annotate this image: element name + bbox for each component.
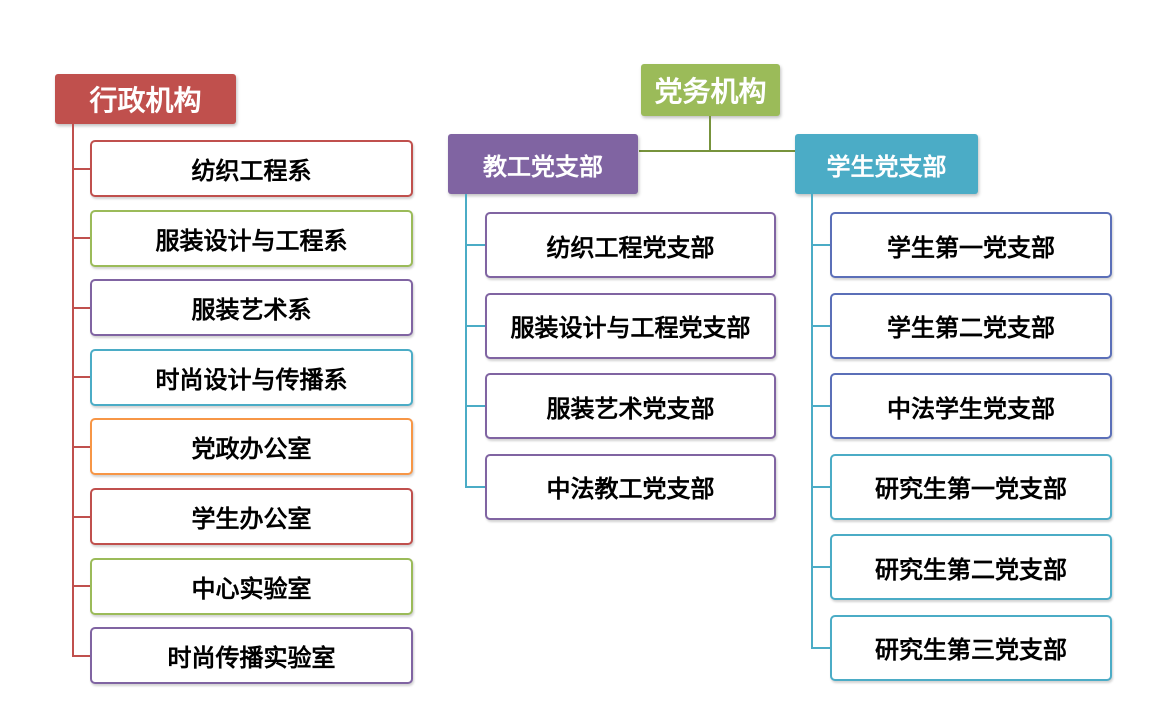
admin-item-box: 服装艺术系 [90, 279, 413, 337]
faculty-item-connector [465, 405, 485, 407]
faculty-item-label: 中法教工党支部 [546, 475, 715, 503]
admin-item-connector [72, 585, 90, 588]
faculty-connector-line [465, 194, 467, 488]
student-item-box: 中法学生党支部 [830, 373, 1112, 439]
admin-item-box: 学生办公室 [90, 488, 413, 545]
admin-item-connector [72, 167, 90, 170]
faculty-item-label: 服装艺术党支部 [546, 394, 715, 423]
admin-item-connector [72, 445, 90, 448]
student-header: 学生党支部 [795, 134, 978, 194]
faculty-header: 教工党支部 [448, 134, 638, 194]
student-item-connector [811, 646, 830, 649]
party-title: 党务机构 [654, 75, 767, 108]
admin-item-box: 时尚设计与传播系 [90, 348, 413, 406]
faculty-item-connector [465, 324, 485, 327]
admin-item-connector [72, 237, 90, 240]
faculty-item-label: 纺织工程党支部 [546, 233, 715, 262]
admin-item-label: 时尚设计与传播系 [155, 365, 348, 394]
student-item-box: 研究生第一党支部 [830, 453, 1112, 520]
student-item-connector [811, 566, 830, 568]
admin-item-connector [72, 515, 90, 518]
student-item-label: 研究生第二党支部 [875, 555, 1067, 584]
student-item-label: 学生第二党支部 [887, 314, 1055, 342]
party-connector-line [709, 116, 711, 151]
admin-item-label: 纺织工程系 [191, 157, 312, 185]
faculty-title: 教工党支部 [483, 152, 603, 181]
student-item-box: 研究生第三党支部 [830, 614, 1112, 681]
faculty-item-connector [465, 485, 485, 488]
admin-item-label: 党政办公室 [191, 435, 312, 464]
student-item-connector [811, 324, 830, 327]
admin-item-label: 服装设计与工程系 [155, 226, 348, 255]
admin-item-box: 纺织工程系 [90, 140, 413, 197]
admin-title: 行政机构 [89, 84, 202, 117]
student-item-box: 研究生第二党支部 [830, 534, 1112, 600]
admin-item-label: 中心实验室 [191, 574, 312, 603]
student-item-box: 学生第一党支部 [830, 212, 1112, 278]
student-item-box: 学生第二党支部 [830, 292, 1112, 359]
party-branch-line [639, 150, 797, 152]
student-connector-line [811, 194, 813, 649]
admin-connector-line [72, 124, 74, 657]
faculty-item-box: 中法教工党支部 [485, 453, 776, 520]
admin-item-connector [72, 654, 90, 657]
admin-item-box: 服装设计与工程系 [90, 209, 413, 267]
student-item-connector [811, 485, 830, 488]
admin-item-connector [72, 306, 90, 309]
student-item-label: 学生第一党支部 [887, 233, 1055, 262]
admin-item-label: 时尚传播实验室 [167, 644, 336, 673]
faculty-item-box: 服装设计与工程党支部 [485, 292, 776, 359]
admin-item-box: 时尚传播实验室 [90, 627, 413, 685]
admin-item-label: 学生办公室 [191, 505, 312, 533]
party-header: 党务机构 [641, 64, 780, 116]
student-item-connector [811, 405, 830, 407]
student-item-connector [811, 244, 830, 246]
student-item-label: 研究生第一党支部 [875, 475, 1067, 503]
admin-item-box: 中心实验室 [90, 557, 413, 615]
student-title: 学生党支部 [826, 152, 947, 181]
faculty-item-label: 服装设计与工程党支部 [510, 314, 751, 342]
student-item-label: 研究生第三党支部 [875, 636, 1067, 664]
faculty-item-connector [465, 244, 485, 246]
faculty-item-box: 服装艺术党支部 [485, 373, 776, 439]
student-item-label: 中法学生党支部 [887, 394, 1055, 423]
admin-header: 行政机构 [55, 74, 236, 124]
admin-item-box: 党政办公室 [90, 418, 413, 476]
faculty-item-box: 纺织工程党支部 [485, 212, 776, 278]
admin-item-label: 服装艺术系 [191, 296, 312, 325]
admin-item-connector [72, 376, 90, 379]
